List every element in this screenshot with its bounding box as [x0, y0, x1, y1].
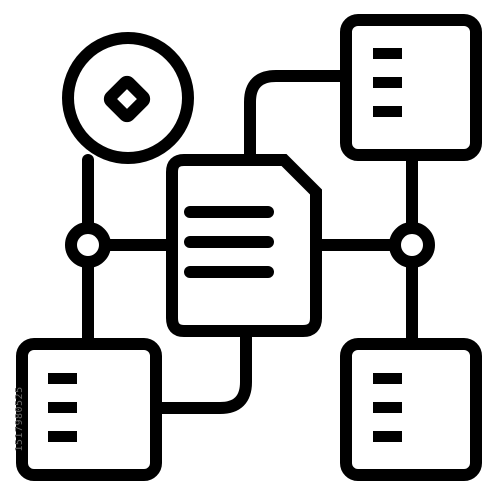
diamond-icon — [103, 75, 151, 123]
top-right-box-line-3 — [373, 106, 402, 117]
bottom-right-list-box — [340, 338, 482, 481]
top-route-line — [244, 70, 352, 166]
bottom-right-box-line-1 — [373, 373, 402, 384]
node-circle — [62, 32, 194, 164]
left-junction-node — [65, 222, 111, 268]
bottom-left-box-frame — [16, 338, 162, 481]
diamond-circle-node — [62, 32, 194, 164]
bottom-left-box-line-1 — [48, 373, 77, 384]
bottom-left-box-line-2 — [48, 402, 77, 413]
central-document — [166, 154, 322, 337]
side-id-label: 1517980525 — [14, 386, 25, 452]
connector-lines — [82, 70, 418, 414]
right-junction-node — [389, 222, 435, 268]
bottom-right-box-line-2 — [373, 402, 402, 413]
top-right-box-frame — [340, 14, 482, 161]
bottom-right-box-line-3 — [373, 431, 402, 442]
top-right-list-box — [340, 14, 482, 161]
bottom-left-box-line-3 — [48, 431, 77, 442]
bottom-route-line — [150, 325, 252, 414]
bottom-left-list-box — [16, 338, 162, 481]
top-right-box-line-1 — [373, 48, 402, 59]
bottom-right-box-frame — [340, 338, 482, 481]
top-right-box-line-2 — [373, 77, 402, 88]
